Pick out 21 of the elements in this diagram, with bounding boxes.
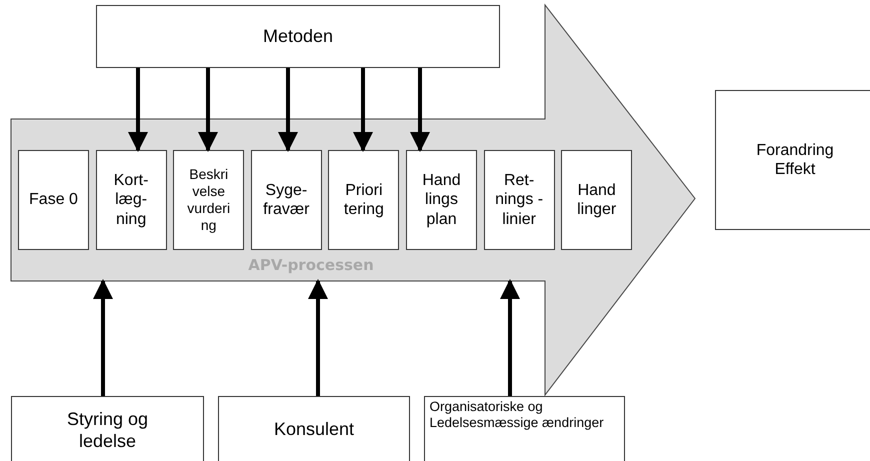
phase-box: Beskri velse vurderi ng <box>173 150 244 250</box>
phase-box: Hand linger <box>561 150 632 250</box>
arrow <box>93 279 113 396</box>
arrow <box>128 68 148 152</box>
phase-box: Hand lings plan <box>406 150 477 250</box>
arrow <box>198 68 218 152</box>
process-box: Forandring Effekt <box>715 90 870 230</box>
phase-box: Ret- nings -linier <box>484 150 555 250</box>
arrow <box>410 68 430 152</box>
process-box: Metoden <box>96 5 500 68</box>
process-box: Styring og ledelse <box>11 396 204 461</box>
arrow <box>353 68 373 152</box>
process-box: Konsulent <box>218 396 410 461</box>
phase-box: Kort- læg- ning <box>96 150 167 250</box>
phase-box: Syge- fravær <box>250 150 322 250</box>
arrow <box>278 68 298 152</box>
phase-box: Priori tering <box>328 150 400 250</box>
arrow <box>308 279 328 396</box>
phase-box: Fase 0 <box>18 150 89 250</box>
process-box: Organisatoriske og Ledelsesmæssige ændringer <box>424 396 625 461</box>
arrow <box>500 279 520 396</box>
